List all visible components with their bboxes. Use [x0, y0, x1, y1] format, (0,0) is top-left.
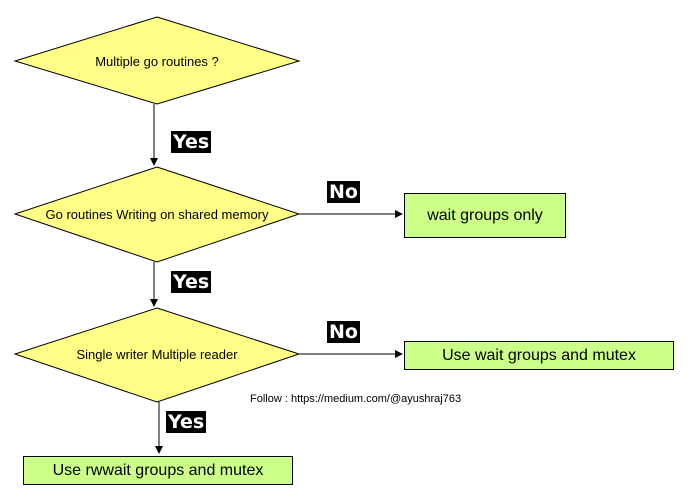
decision-label-multiple-routines: Multiple go routines ? [95, 53, 219, 69]
edge-label-no-1: No [327, 181, 360, 203]
outcome-wait-groups-only: wait groups only [404, 193, 566, 238]
edge-label-no-2: No [327, 321, 360, 343]
edge-label-yes-1: Yes [171, 131, 212, 153]
decision-diamond-multiple-routines [13, 16, 301, 105]
outcome-wait-groups-and-mutex: Use wait groups and mutex [404, 341, 674, 370]
decision-diamond-single-writer [13, 307, 301, 403]
outcome-rwwait-groups-and-mutex: Use rwwait groups and mutex [23, 456, 293, 485]
decision-label-single-writer: Single writer Multiple reader [76, 346, 238, 362]
edge-label-yes-2: Yes [171, 271, 212, 293]
decision-label-writing-shared-memory: Go routines Writing on shared memory [45, 206, 269, 222]
edge-label-yes-3: Yes [166, 411, 207, 433]
decision-diamond-writing-shared-memory [13, 166, 301, 263]
footer-credit-text: Follow : https://medium.com/@ayushraj763 [250, 393, 462, 405]
